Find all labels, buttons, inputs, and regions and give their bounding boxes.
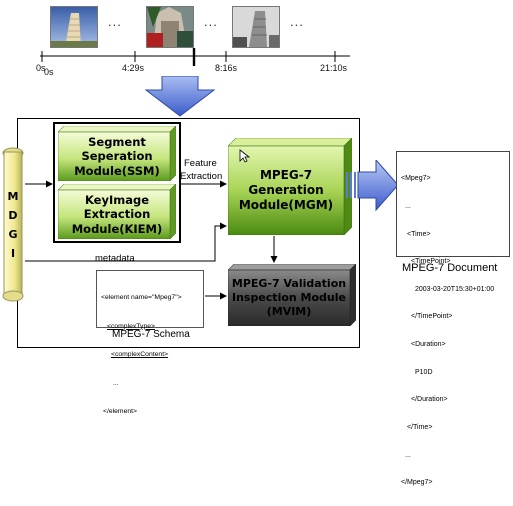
doc-line-3: <Time>: [407, 230, 431, 238]
tick-label-0s-second: 0s: [44, 67, 54, 77]
feature-label: Feature: [184, 158, 217, 169]
ssm-module: Segment Seperation Module(SSM): [58, 126, 176, 181]
doc-line-1: <Mpeg7>: [401, 175, 431, 183]
tick-label-8-16s: 8:16s: [215, 63, 238, 73]
doc-line-11: ...: [405, 451, 411, 459]
schema-line-5: </element>: [103, 408, 138, 415]
schema-line-4: ...: [113, 379, 119, 387]
mgm-module: MPEG-7 Generation Module(MGM): [228, 138, 352, 235]
tick-label-4-29s: 4:29s: [122, 63, 145, 73]
video-thumbnail-3: [232, 6, 280, 48]
ellipsis-3: ...: [290, 14, 304, 29]
video-thumbnail-2: [146, 6, 194, 48]
schema-caption: MPEG-7 Schema: [112, 329, 190, 340]
document-caption: MPEG-7 Document: [402, 262, 498, 274]
mgm-title-line1: MPEG-7: [259, 168, 313, 182]
schema-line-3: <complexContent>: [111, 351, 169, 358]
mgm-title-line3: Module(MGM): [238, 198, 334, 212]
timeline-axis: [40, 48, 350, 66]
mdgi-letter-i: I: [10, 247, 16, 260]
mvim-title-line2: Inspection Module: [231, 290, 346, 304]
doc-line-6: </TimePoint>: [411, 313, 453, 321]
doc-line-5: 2003-03-20T15:30+01:00: [415, 285, 495, 293]
mvim-title-line3: (MVIM): [266, 304, 312, 318]
schema-document: <element name="Mpeg7"> <complexType> <co…: [96, 270, 204, 415]
doc-line-12: </Mpeg7>: [401, 479, 433, 487]
kiem-title-line2: Extraction: [83, 207, 151, 222]
kiem-title-line1: KeyImage: [84, 193, 150, 207]
down-arrow-icon: [144, 76, 216, 117]
doc-line-8: P10D: [415, 368, 433, 376]
mdgi-scroll: M D G I: [2, 147, 24, 302]
doc-line-4: <TimePoint>: [411, 258, 451, 266]
doc-line-10: </Time>: [407, 423, 433, 431]
ssm-title-line1: Segment: [88, 135, 146, 149]
ssm-title-line2: Seperation: [81, 149, 153, 164]
mdgi-letter-d: D: [8, 209, 18, 222]
kiem-module: KeyImage Extraction Module(KIEM): [58, 184, 176, 239]
extraction-label: Extraction: [180, 171, 223, 182]
schema-line-2: <complexType>: [107, 322, 155, 330]
ssm-title-line3: Module(SSM): [74, 163, 160, 178]
mpeg7-document: <Mpeg7> ... <Time> <TimePoint> 2003-03-2…: [396, 151, 510, 486]
cursor-sparkle-icon: [239, 149, 251, 163]
mdgi-letter-m: M: [7, 190, 19, 203]
ellipsis-2: ...: [204, 14, 218, 29]
tick-label-21-10s: 21:10s: [320, 63, 348, 73]
mvim-module: MPEG-7 Validation Inspection Module (MVI…: [228, 264, 356, 326]
doc-line-7: <Duration>: [411, 341, 446, 349]
ellipsis-1: ...: [108, 14, 122, 29]
tick-label-0s: 0s: [36, 63, 46, 73]
schema-line-1: <element name="Mpeg7">: [101, 294, 182, 301]
mdgi-letter-g: G: [8, 228, 18, 241]
metadata-label: metadata: [95, 253, 135, 264]
video-thumbnail-1: [50, 6, 98, 48]
doc-line-2: ...: [405, 203, 411, 211]
mgm-title-line2: Generation: [248, 183, 324, 197]
connector-arrows: [25, 180, 278, 300]
mvim-title-line1: MPEG-7 Validation: [231, 277, 347, 290]
doc-line-9: </Duration>: [411, 396, 448, 404]
output-arrow-icon: [346, 160, 398, 212]
ssm-kiem-group: [53, 122, 181, 243]
kiem-title-line3: Module(KIEM): [71, 221, 163, 236]
